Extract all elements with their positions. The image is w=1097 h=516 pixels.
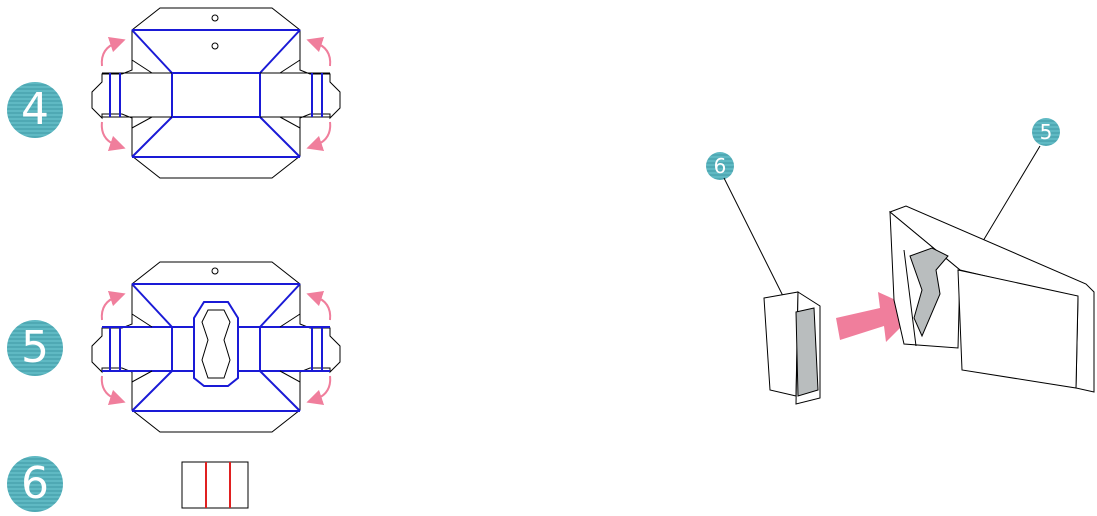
step-4-outline bbox=[91, 7, 341, 179]
part-6-label: 6 bbox=[706, 152, 734, 180]
step-6-badge: 6 bbox=[7, 456, 63, 512]
step-4-badge: 4 bbox=[7, 82, 63, 138]
step-5-badge: 5 bbox=[7, 320, 63, 376]
step-5-hole bbox=[211, 267, 219, 275]
step-5-arrow-bottom-right bbox=[306, 375, 332, 406]
step-5-inner-cutout bbox=[201, 309, 231, 379]
step-5-arrow-bottom-left bbox=[100, 375, 126, 406]
part-5-leader bbox=[979, 145, 1041, 247]
step-5-outline bbox=[91, 261, 341, 433]
step-5-net bbox=[91, 261, 341, 433]
part-6-leader bbox=[723, 177, 785, 299]
step-4-center-panel bbox=[171, 72, 261, 118]
step-4-arrow-top-right bbox=[306, 36, 332, 67]
part-6-strip bbox=[763, 291, 821, 405]
step-4-arrow-bottom-left bbox=[100, 121, 126, 152]
step-4-hole-top bbox=[211, 14, 219, 22]
step-6-strip bbox=[181, 461, 249, 509]
part-5-label: 5 bbox=[1032, 118, 1060, 146]
step-5-arrow-top-left bbox=[100, 290, 126, 321]
step-4-hole-second bbox=[211, 42, 219, 50]
part-5-box bbox=[889, 205, 1095, 393]
step-4-net bbox=[91, 7, 341, 179]
step-5-center-window bbox=[193, 301, 239, 387]
step-4-arrow-top-left bbox=[100, 36, 126, 67]
step-5-arrow-top-right bbox=[306, 290, 332, 321]
step-4-arrow-bottom-right bbox=[306, 121, 332, 152]
